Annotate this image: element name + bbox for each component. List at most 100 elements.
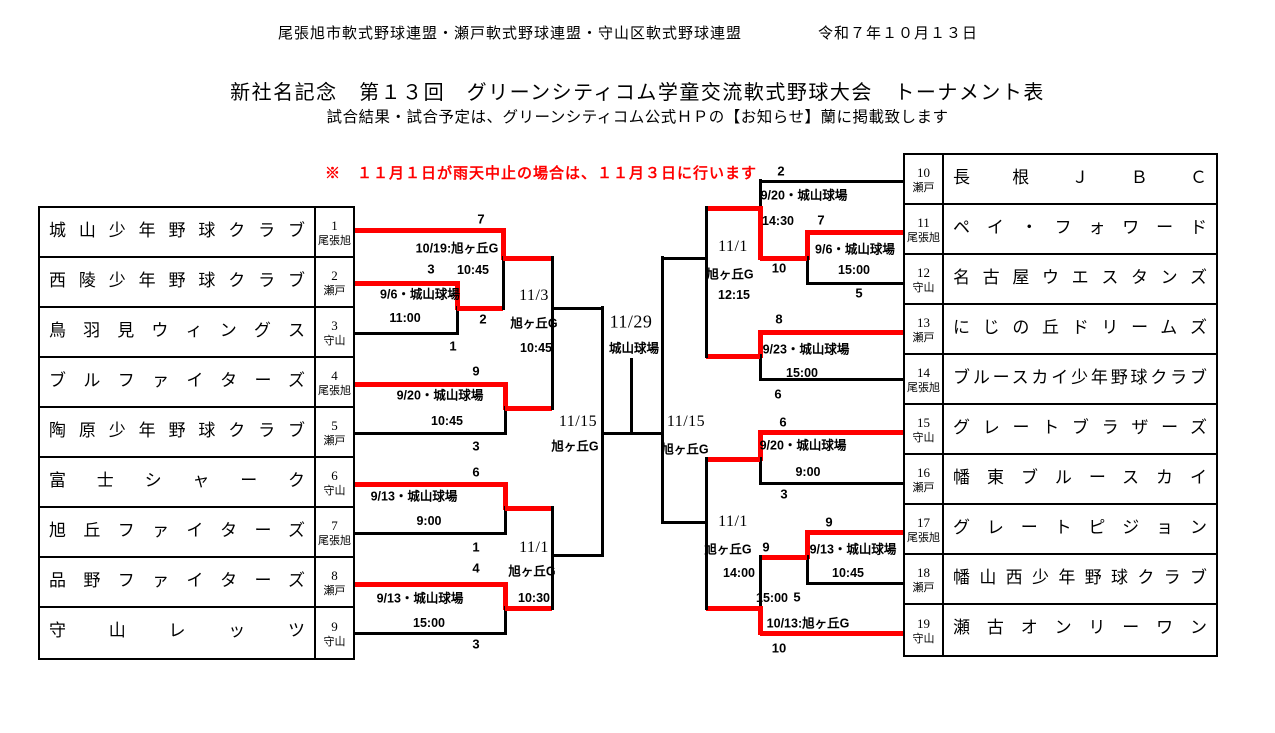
team-city: 瀬戸 (323, 584, 346, 597)
rounds-semi_left-date: 11/15 (558, 413, 598, 430)
team-number: 3 (331, 318, 338, 334)
bracket-line (705, 206, 708, 358)
matches-a-time: 11:00 (389, 311, 421, 325)
team-name: グレートピジョン (942, 505, 1216, 553)
header-date: 令和７年１０月１３日 (818, 25, 979, 42)
winner-path-line (760, 555, 807, 560)
rounds-s-venue: 旭ヶ丘G (706, 267, 754, 282)
bracket-line (705, 457, 708, 610)
matches-p-date: 10/13:旭ヶ丘G (766, 616, 850, 631)
matches-d-time: 9:00 (416, 514, 442, 528)
team-city: 瀬戸 (912, 331, 935, 344)
team-name: ブルースカイ少年野球クラブ (942, 355, 1216, 403)
matches-c-score_bottom: 3 (472, 438, 480, 454)
bracket-line (807, 282, 903, 285)
bracket-line (661, 256, 664, 524)
bracket-line (807, 582, 903, 585)
winner-path-line (457, 306, 503, 311)
matches-a-score_bottom: 1 (449, 338, 457, 354)
matches-n-score_bottom: 3 (780, 486, 788, 502)
winner-path-line (805, 530, 810, 559)
team-number: 2 (331, 268, 338, 284)
rounds-semi_right-date: 11/15 (666, 413, 706, 430)
rounds-t-venue: 旭ヶ丘G (704, 542, 752, 557)
rounds-semi_right-venue: 旭ヶ丘G (661, 442, 709, 457)
team-city: 守山 (912, 632, 935, 645)
matches-b-score_top: 7 (477, 211, 485, 227)
bracket-line (504, 406, 507, 435)
matches-o-date: 9/13・城山球場 (809, 542, 897, 557)
winner-path-line (760, 256, 807, 261)
team-name: 長根ＪＢＣ (942, 155, 1216, 203)
page-title: 新社名記念 第１３回 グリーンシティコム学童交流軟式野球大会 トーナメント表 (230, 82, 1045, 104)
rounds-final-venue: 城山球場 (608, 341, 660, 356)
matches-l-time: 14:30 (762, 214, 794, 228)
bracket-line (552, 554, 602, 557)
matches-d-date: 9/13・城山球場 (370, 489, 458, 504)
winner-path-line (706, 457, 760, 462)
team-name: 守山レッツ (40, 608, 316, 658)
team-city: 守山 (912, 431, 935, 444)
winner-path-line (503, 482, 508, 510)
rain-notice: ※ １１月１日が雨天中止の場合は、１１月３日に行います (325, 165, 758, 182)
matches-e-time: 15:00 (413, 616, 445, 630)
bracket-line (502, 256, 505, 310)
team-number: 5 (331, 418, 338, 434)
winner-path-line (501, 228, 506, 260)
rounds-f-venue: 旭ヶ丘G (508, 564, 556, 579)
winner-path-line (355, 382, 505, 387)
matches-l-date: 9/20・城山球場 (760, 188, 848, 203)
team-city: 尾張旭 (318, 384, 351, 397)
team-name: 城山少年野球クラブ (40, 208, 316, 256)
rounds-g-venue: 旭ヶ丘G (510, 316, 558, 331)
matches-p-time: 15:00 (756, 591, 788, 605)
matches-k-date: 9/6・城山球場 (815, 242, 895, 257)
team-city: 尾張旭 (318, 234, 351, 247)
matches-o-time: 10:45 (832, 566, 864, 580)
matches-c-date: 9/20・城山球場 (396, 388, 484, 403)
bracket-line (355, 632, 505, 635)
team-city: 尾張旭 (907, 531, 940, 544)
winner-path-line (760, 430, 903, 435)
bracket-line (759, 354, 762, 381)
matches-p-score_top: 9 (762, 539, 770, 555)
winner-path-line (706, 606, 760, 611)
rounds-s-date: 11/1 (718, 238, 748, 255)
team-name: 幡山西少年野球クラブ (942, 555, 1216, 603)
bracket-line (759, 457, 762, 485)
winner-path-line (758, 606, 763, 635)
matches-b-score_bottom: 2 (479, 311, 487, 327)
team-city: 守山 (323, 484, 346, 497)
bracket-line (630, 358, 633, 435)
bracket-line (662, 257, 706, 260)
team-name: 瀬古オンリーワン (942, 605, 1216, 655)
team-name: 名古屋ウエスタンズ (942, 255, 1216, 303)
winner-path-line (760, 330, 903, 335)
matches-d-score_top: 6 (472, 464, 480, 480)
winner-path-line (805, 230, 810, 260)
winner-path-line (706, 206, 760, 211)
team-name: 陶原少年野球クラブ (40, 408, 316, 456)
team-number: 8 (331, 568, 338, 584)
rounds-s-time: 12:15 (718, 288, 750, 302)
bracket-line (504, 606, 507, 635)
matches-n-score_top: 6 (779, 414, 787, 430)
